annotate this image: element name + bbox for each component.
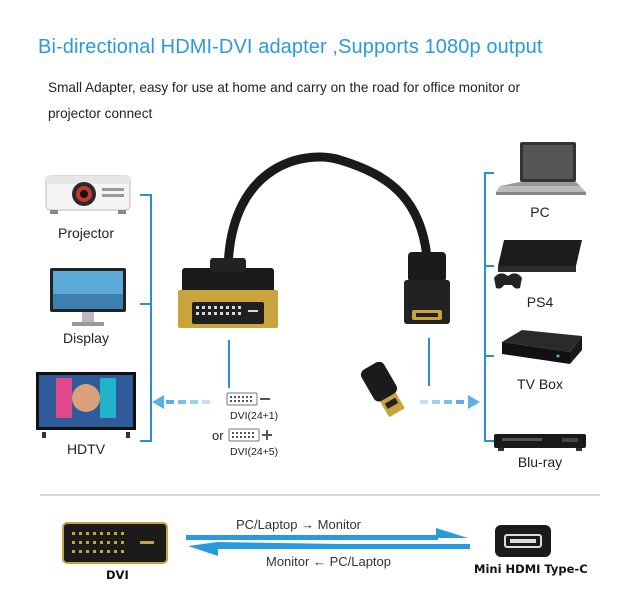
or-text: or bbox=[212, 428, 224, 443]
dvi-label: DVI bbox=[106, 568, 129, 582]
dvi-connector-icon bbox=[62, 522, 168, 569]
device-label-ps4: PS4 bbox=[526, 294, 554, 310]
console-icon bbox=[490, 236, 586, 299]
left-bracket-top bbox=[140, 194, 152, 196]
description-line-1: Small Adapter, easy for use at home and … bbox=[48, 80, 521, 95]
device-label-bluray: Blu-ray bbox=[517, 454, 563, 470]
bidirectional-arrows bbox=[186, 524, 470, 565]
hdmi-center-line bbox=[428, 338, 430, 386]
dvi-24-1-port-icon bbox=[226, 392, 272, 411]
right-direction-arrow bbox=[414, 393, 480, 416]
hdmi-label: Mini HDMI Type-C bbox=[474, 562, 588, 576]
right-bracket-tick-1 bbox=[484, 172, 494, 174]
device-label-hdtv: HDTV bbox=[66, 441, 106, 457]
right-bracket-vertical bbox=[484, 172, 486, 442]
description-line-2: projector connect bbox=[48, 106, 153, 121]
device-label-display: Display bbox=[63, 330, 109, 346]
left-direction-arrow bbox=[152, 393, 218, 416]
device-label-tv-box: TV Box bbox=[517, 376, 563, 392]
right-bracket-tick-4 bbox=[484, 440, 494, 442]
left-bracket-middle bbox=[140, 303, 152, 305]
device-label-pc: PC bbox=[530, 204, 550, 220]
tv-icon bbox=[36, 372, 136, 443]
projector-icon bbox=[44, 170, 132, 221]
left-bracket-vertical bbox=[150, 194, 152, 442]
page-title: Bi-directional HDMI-DVI adapter ,Support… bbox=[38, 36, 543, 58]
arrow-label-top: PC/Laptop → Monitor bbox=[236, 517, 362, 532]
section-divider bbox=[40, 494, 600, 496]
device-label-projector: Projector bbox=[57, 225, 115, 241]
arrow-label-bottom: Monitor ← PC/Laptop bbox=[266, 554, 392, 569]
left-bracket-bottom bbox=[140, 440, 152, 442]
right-bracket-tick-3 bbox=[484, 355, 494, 357]
dvi-option-2-label: DVI(24+5) bbox=[230, 446, 279, 458]
bluray-player-icon bbox=[492, 428, 588, 459]
monitor-icon bbox=[48, 266, 128, 333]
dvi-center-line bbox=[228, 340, 230, 388]
tv-box-icon bbox=[498, 328, 584, 375]
right-bracket-tick-2 bbox=[484, 265, 494, 267]
dvi-option-1-label: DVI(24+1) bbox=[230, 410, 279, 422]
hdmi-dvi-cable bbox=[170, 140, 470, 345]
mini-hdmi-plug-icon bbox=[360, 361, 410, 427]
mini-hdmi-connector-icon bbox=[494, 524, 552, 563]
dvi-24-5-port-icon bbox=[228, 428, 274, 447]
laptop-icon bbox=[492, 142, 588, 209]
